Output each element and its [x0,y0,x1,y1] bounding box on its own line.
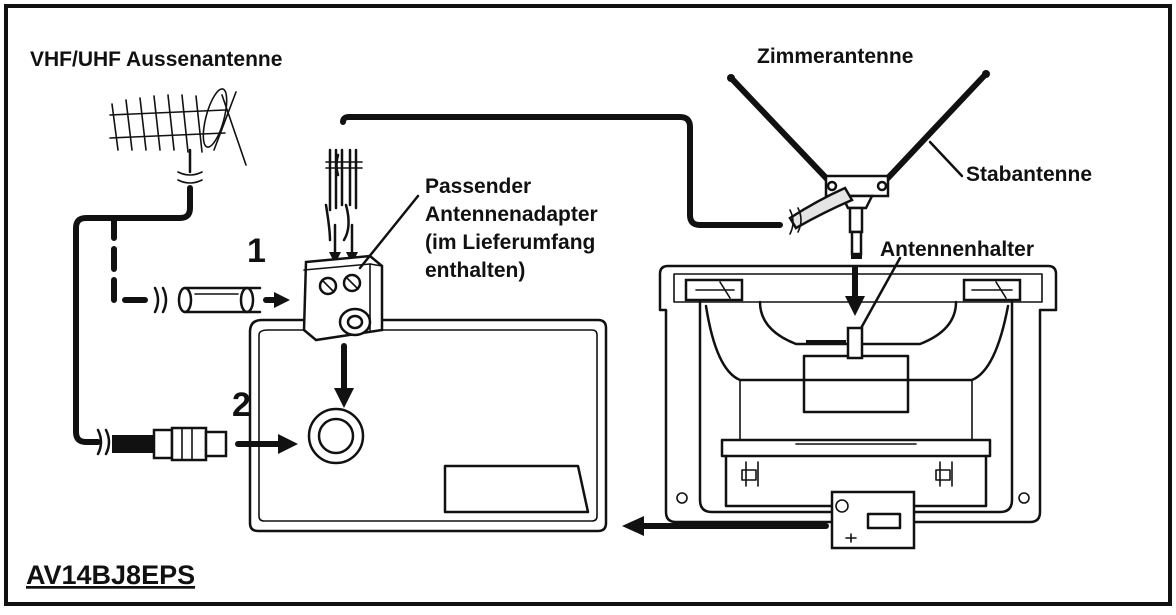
panel-label-plate [443,464,590,514]
indoor-antenna-icon [727,70,990,259]
diagram-frame [4,4,1172,606]
twin-lead-cable-icon [177,286,262,314]
outdoor-antenna-cable [73,185,193,445]
adapter-label-line-4: enthalten) [425,259,525,282]
arrow-antenna-to-holder [845,265,865,316]
arrow-twin-lead-to-adapter [263,292,290,308]
rod-antenna-pointer-line [928,140,964,178]
adapter-pointer-line [358,194,420,270]
indoor-antenna-label: Zimmerantenne [757,45,913,68]
model-number: AV14BJ8EPS [26,560,195,590]
adapter-label-line-3: (im Lieferumfang [425,231,595,254]
holder-pointer-line [858,256,902,332]
arrow-adapter-to-socket [334,343,354,408]
dashed-twin-lead-cable [111,215,153,303]
adapter-label-line-1: Passender [425,175,531,198]
outdoor-antenna-label: VHF/UHF Aussenantenne [30,48,282,71]
arrow-detail-callout [622,516,829,536]
step-2-label: 2 [232,386,251,424]
tv-rear-view-icon [658,264,1058,550]
antenna-adapter-icon [302,254,384,342]
antenna-holder-label: Antennenhalter [880,238,1034,261]
rod-antenna-label: Stabantenne [966,163,1092,186]
tv-back-panel [248,318,608,533]
arrow-coax-to-socket [235,434,298,454]
adapter-label-line-2: Antennenadapter [425,203,598,226]
coax-plug-icon [112,426,228,462]
step-1-label: 1 [247,232,266,270]
antenna-socket-icon [307,407,365,465]
fork-connector-icon [324,114,783,242]
outdoor-antenna-icon [109,88,247,184]
